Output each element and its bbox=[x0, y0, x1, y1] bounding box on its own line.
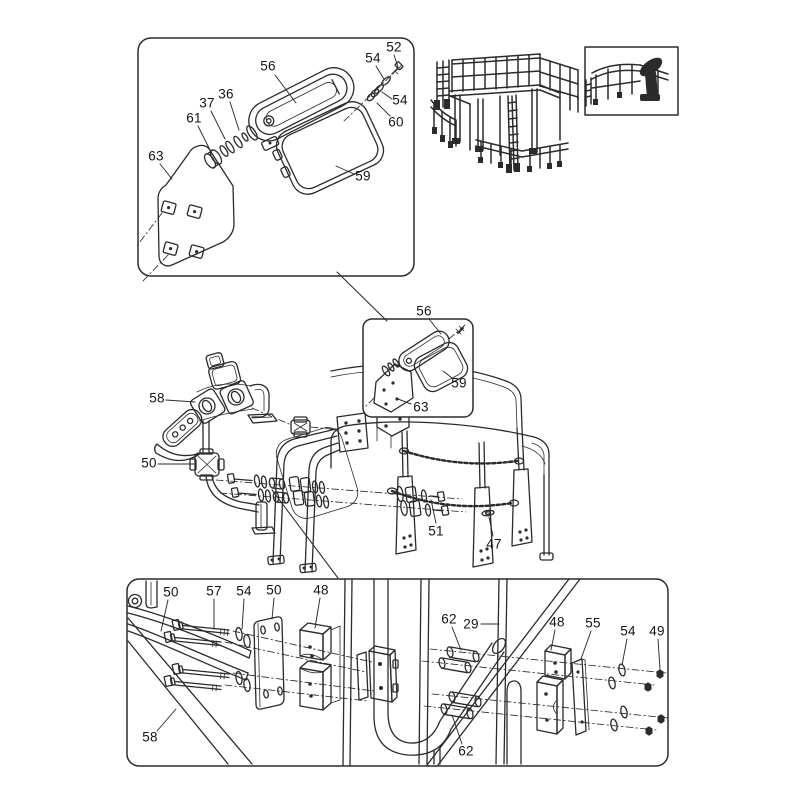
washers-54-left bbox=[235, 626, 251, 693]
net-chain-lower-51 bbox=[390, 489, 514, 508]
mounted-clamp bbox=[356, 645, 399, 703]
leader-tl-59 bbox=[335, 165, 355, 175]
leader-tl-56 bbox=[274, 74, 297, 104]
inset-bracket-63 bbox=[364, 363, 414, 413]
leader-mid-59 bbox=[442, 370, 453, 379]
overview-structure bbox=[430, 53, 579, 173]
wheel-bracket-58 bbox=[189, 380, 254, 424]
guard-rail bbox=[330, 363, 554, 568]
tube-gate-frame bbox=[267, 427, 359, 574]
assembly-sign-panel bbox=[205, 352, 242, 390]
inset-panel-59 bbox=[413, 341, 469, 393]
leader-tl-63 bbox=[159, 163, 173, 180]
washers-54-right bbox=[608, 663, 628, 732]
leader-mid-47 bbox=[488, 516, 494, 537]
leader-tl-54a bbox=[375, 65, 385, 80]
leader-mid-63 bbox=[397, 398, 412, 405]
detail-box-a bbox=[135, 37, 415, 282]
center-tubes bbox=[342, 578, 581, 766]
tube-end-grommet bbox=[127, 580, 158, 609]
leader-mid-56 bbox=[428, 318, 442, 335]
rail-mount-plate bbox=[336, 412, 369, 453]
connector-box-a-to-inset bbox=[336, 271, 388, 322]
hub-hardware-61-37-36 bbox=[203, 125, 258, 169]
leader-tl-52 bbox=[393, 54, 399, 68]
leader-tl-61 bbox=[197, 125, 212, 153]
leader-lines-layer bbox=[156, 54, 661, 745]
curved-support-tubes bbox=[205, 475, 276, 535]
leader-tl-60 bbox=[376, 102, 391, 117]
bracket-arm bbox=[247, 383, 278, 424]
leader-b-50b bbox=[271, 597, 275, 620]
leader-b-62b bbox=[451, 714, 463, 745]
middle-inset bbox=[362, 318, 474, 418]
leader-b-55 bbox=[580, 630, 592, 660]
rail-clamp bbox=[251, 407, 341, 438]
leader-tl-37 bbox=[210, 110, 226, 140]
detail-box-a-border bbox=[137, 37, 415, 277]
clamp-blocks-48-left bbox=[299, 622, 341, 711]
leader-b-49 bbox=[657, 638, 661, 670]
highlighted-wheel-icon bbox=[639, 57, 663, 101]
inset-wheel-56 bbox=[398, 330, 450, 372]
leader-b-54b bbox=[621, 638, 628, 666]
leader-b-54a bbox=[241, 598, 245, 630]
bolt-hardware-52-54-60 bbox=[343, 61, 404, 122]
leader-tl-54b bbox=[381, 91, 393, 100]
overview-inset bbox=[584, 46, 679, 116]
spacers-62 bbox=[438, 646, 482, 720]
post-29 bbox=[495, 578, 508, 765]
chain-clip-47 bbox=[481, 509, 495, 517]
middle-inset-border bbox=[362, 318, 474, 418]
exploded-fasteners bbox=[215, 473, 467, 518]
clamp-blocks-48-right bbox=[536, 644, 572, 735]
detail-box-b bbox=[126, 578, 669, 767]
net-chain-upper-51 bbox=[402, 449, 519, 465]
steering-wheel-56 bbox=[248, 67, 355, 142]
plate-55 bbox=[571, 658, 590, 736]
mounting-plate-63 bbox=[135, 144, 235, 282]
leader-tl-36 bbox=[229, 101, 240, 131]
inset-screw bbox=[448, 324, 466, 340]
leader-mid-51 bbox=[430, 499, 437, 524]
bolts-57 bbox=[163, 618, 230, 692]
overview-inset-drawing bbox=[585, 57, 669, 107]
nuts-49 bbox=[644, 669, 665, 736]
leader-b-62a bbox=[451, 626, 462, 651]
main-assembly bbox=[154, 318, 554, 574]
leader-b-48a bbox=[314, 597, 321, 629]
leader-mid-58 bbox=[165, 399, 196, 403]
leader-b-48b bbox=[550, 629, 556, 651]
sign-panel-59 bbox=[272, 101, 385, 195]
wing-bracket bbox=[154, 408, 203, 462]
connector-assembly-to-box-b bbox=[271, 489, 339, 579]
leader-b-50a bbox=[160, 599, 169, 632]
leader-b-58 bbox=[156, 708, 177, 732]
clamp-50 bbox=[189, 420, 225, 481]
